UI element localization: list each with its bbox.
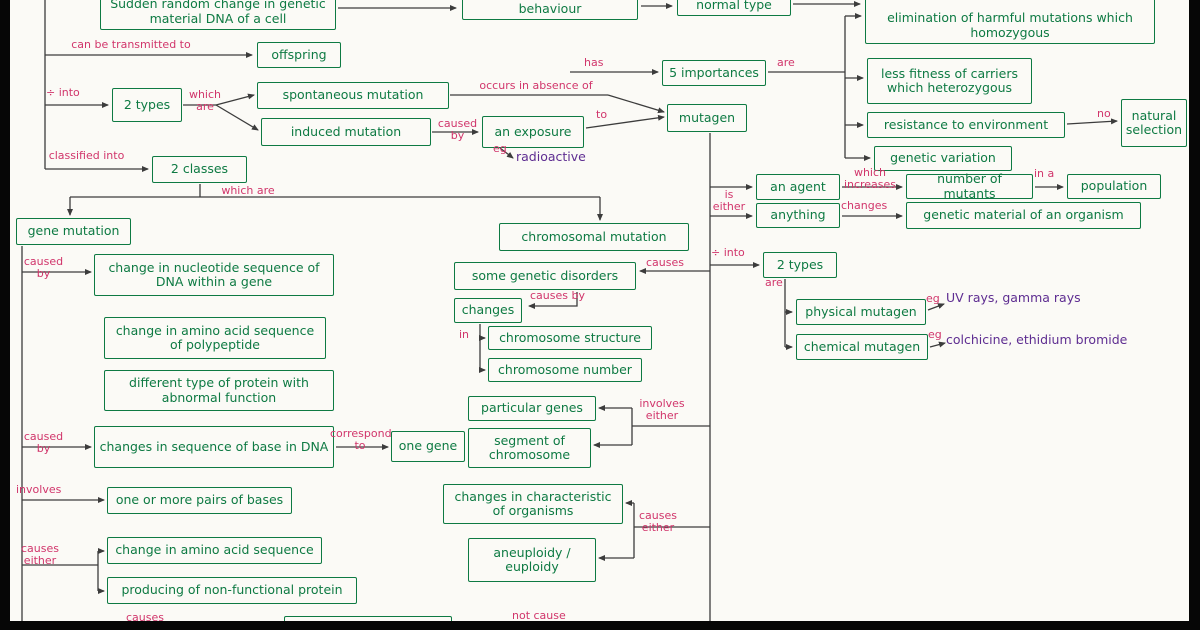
edge-label-are-mutagens: are — [765, 276, 783, 289]
node-genetic-variation: genetic variation — [874, 146, 1012, 171]
node-gene-mutation: gene mutation — [16, 218, 131, 245]
node-chromosomal-mutation: chromosomal mutation — [499, 223, 689, 251]
node-genetic-material-organism: genetic material of an organism — [906, 202, 1141, 229]
node-two-types-right: 2 types — [763, 252, 837, 278]
left-border-bar — [0, 0, 10, 630]
node-different-protein: different type of protein with abnormal … — [104, 370, 334, 411]
bottom-border-bar — [0, 621, 1200, 630]
edge-label-caused-by-gene2: caused by — [23, 430, 64, 456]
node-pairs-of-bases: one or more pairs of bases — [107, 487, 292, 514]
node-natural-selection: natural selection — [1121, 99, 1187, 147]
node-characteristic-changes: changes in characteristic of organisms — [443, 484, 623, 524]
edge-label-caused-by-gene1: caused by — [23, 255, 64, 281]
connector-arrow — [929, 341, 946, 348]
node-changes: changes — [454, 298, 522, 323]
node-genetic-disorders: some genetic disorders — [454, 262, 636, 290]
node-particular-genes: particular genes — [468, 396, 596, 421]
node-chemical-mutagen: chemical mutagen — [796, 334, 928, 360]
edge-label-causes-disorders: causes — [646, 256, 684, 269]
edge-label-changes-agent: changes — [841, 199, 888, 212]
edge-label-occurs-in-absence-of: occurs in absence of — [479, 79, 593, 92]
node-behaviour: behaviour — [462, 0, 638, 20]
edge-label-divided-into-mutagens: ÷ into — [711, 246, 745, 259]
node-two-types-left: 2 types — [112, 88, 182, 122]
node-an-agent: an agent — [756, 174, 840, 200]
node-exposure: an exposure — [482, 116, 584, 148]
edge-label-can-cause: can cause — [342, 0, 402, 3]
edge-label-involves: involves — [16, 483, 62, 496]
edge-label-causes-either-right: causes either — [639, 509, 677, 535]
right-border-bar — [1189, 0, 1200, 630]
edge-label-can-be-transmitted-to: can be transmitted to — [71, 38, 191, 51]
edge-label-are-importances: are — [777, 56, 795, 69]
node-number-of-mutants: number of mutants — [906, 171, 1033, 200]
edge-label-to: to — [596, 108, 608, 121]
node-offspring: offspring — [257, 42, 341, 68]
edge-label-causes-bottom: causes — [126, 611, 164, 624]
edge-label-eg-physical: eg — [926, 292, 940, 305]
node-resistance: resistance to environment — [867, 112, 1065, 138]
node-five-importances: 5 importances — [662, 60, 766, 86]
edge-label-eg-radioactive: eg — [493, 142, 507, 155]
example-radioactive: radioactive — [516, 149, 586, 164]
edge-label-not-cause: not cause — [512, 609, 566, 622]
node-chromosome-number: chromosome number — [488, 358, 642, 382]
node-one-gene: one gene — [391, 431, 465, 462]
connector-arrow — [1066, 118, 1118, 125]
edge-label-no: no — [1097, 107, 1111, 120]
edge-label-in: in — [459, 328, 470, 341]
node-less-fitness: less fitness of carriers which heterozyg… — [867, 58, 1032, 104]
edge-label-which-are-classes: which are — [221, 184, 275, 197]
edge-label-correspond-to: correspond to — [330, 427, 392, 453]
edge-label-has: has — [584, 56, 604, 69]
edge-label-caused-by-exposure: caused by — [437, 117, 478, 143]
node-population: population — [1067, 174, 1161, 199]
edge-label-eg-chemical: eg — [928, 328, 942, 341]
node-elimination-harmful: elimination of harmful mutations which h… — [865, 0, 1155, 44]
node-amino-acid-polypeptide: change in amino acid sequence of polypep… — [104, 317, 326, 359]
node-amino-acid-change: change in amino acid sequence — [107, 537, 322, 564]
edge-label-is-either: is either — [712, 188, 746, 214]
edge-label-classified-into: classified into — [48, 149, 125, 162]
node-spontaneous-mutation: spontaneous mutation — [257, 82, 449, 109]
node-two-classes: 2 classes — [152, 156, 247, 183]
node-induced-mutation: induced mutation — [261, 118, 431, 146]
node-physical-mutagen: physical mutagen — [796, 299, 926, 325]
edge-label-which-increases: which increases — [843, 166, 897, 192]
edge-label-divided-into-types: ÷ into — [46, 86, 80, 99]
edge-label-in-a: in a — [1034, 167, 1055, 180]
example-chemical-mutagens: colchicine, ethidium bromide — [946, 332, 1128, 347]
node-base-sequence-change: changes in sequence of base in DNA — [94, 426, 334, 468]
connector-arrow — [607, 94, 665, 114]
node-aneuploidy-euploidy: aneuploidy / euploidy — [468, 538, 596, 582]
node-segment-of-chromosome: segment of chromosome — [468, 428, 591, 468]
node-nucleotide-change: change in nucleotide sequence of DNA wit… — [94, 254, 334, 296]
node-anything: anything — [756, 203, 840, 228]
node-mutagen: mutagen — [667, 104, 747, 132]
edge-label-involves-either: involves either — [639, 397, 685, 423]
node-chromosome-structure: chromosome structure — [488, 326, 652, 350]
edge-label-causes-either-left: causes either — [21, 542, 59, 568]
edge-label-causes-by: causes by — [530, 289, 585, 302]
example-physical-mutagens: UV rays, gamma rays — [946, 290, 1081, 305]
node-sudden-change: Sudden random change in genetic material… — [100, 0, 336, 30]
node-nonfunctional-protein: producing of non-functional protein — [107, 577, 357, 604]
edge-label-which-are-types: which are — [188, 88, 222, 114]
node-normal-type: normal type — [677, 0, 791, 16]
